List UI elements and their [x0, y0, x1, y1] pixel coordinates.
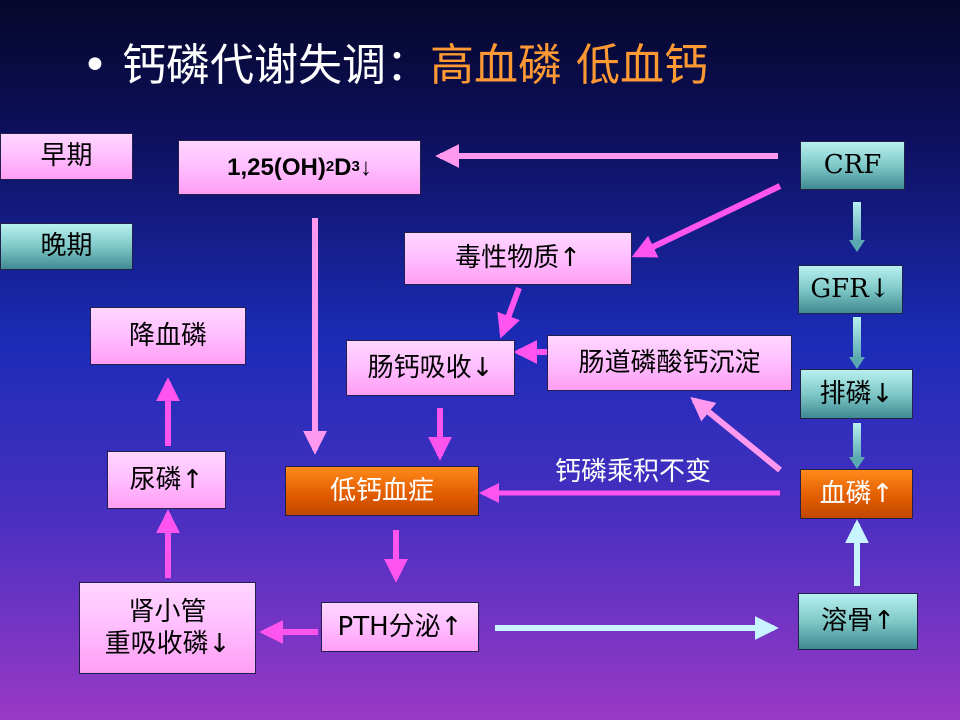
bone-dissolve-label: 溶骨↑: [821, 606, 895, 637]
intestinal-precip-label: 肠道磷酸钙沉淀: [578, 347, 761, 378]
vitd-sub2: 3: [351, 158, 360, 176]
legend-early-label: 早期: [40, 141, 93, 172]
urine-phosphate-label: 尿磷↑: [129, 464, 204, 495]
hypocalcemia-label: 低钙血症: [329, 475, 434, 506]
tubule-line1: 肾小管: [128, 596, 207, 627]
blood-phosphate-label: 血磷↑: [819, 478, 894, 509]
toxins-label: 毒性物质↑: [455, 243, 581, 274]
gfr-label: GFR↓: [810, 274, 891, 305]
node-hypocalcemia: 低钙血症: [285, 466, 479, 516]
lower-phosphate-label: 降血磷: [128, 320, 207, 351]
node-phosphate-excretion: 排磷↓: [800, 369, 913, 419]
arrow-excretion-to-bloodp: [849, 423, 865, 469]
title-main: 钙磷代谢失调：: [121, 40, 430, 91]
node-blood-phosphate: 血磷↑: [800, 469, 913, 519]
title-bullet: •: [82, 40, 108, 91]
node-toxins: 毒性物质↑: [404, 232, 632, 285]
tubule-line2: 重吸收磷↓: [104, 629, 231, 659]
ca-p-product-text: 钙磷乘积不变: [555, 457, 712, 487]
title-highlight: 高血磷 低血钙: [429, 40, 708, 91]
legend-late: 晚期: [0, 223, 133, 270]
phosphate-excretion-label: 排磷↓: [819, 378, 894, 409]
vitd-prefix: 1,25(OH): [227, 153, 326, 181]
legend-early: 早期: [0, 133, 133, 180]
arrow-bloodp-to-precip: [690, 396, 782, 473]
node-tubule-reabsorption: 肾小管 重吸收磷↓: [79, 582, 256, 674]
arrow-crf-to-toxins: [631, 183, 782, 258]
node-gfr: GFR↓: [798, 265, 903, 314]
calcium-absorption-label: 肠钙吸收↓: [367, 352, 494, 383]
pth-label: PTH分泌↑: [337, 611, 463, 642]
label-ca-p-product: 钙磷乘积不变: [555, 451, 711, 488]
node-pth: PTH分泌↑: [321, 602, 479, 652]
node-crf: CRF: [800, 141, 905, 190]
node-urine-phosphate: 尿磷↑: [107, 451, 226, 509]
node-lower-phosphate: 降血磷: [90, 307, 246, 365]
arrow-crf-to-gfr: [849, 202, 865, 252]
vitd-arrow: ↓: [359, 153, 372, 181]
arrow-toxins-to-absorption: [497, 286, 522, 339]
arrow-gfr-to-excretion: [849, 317, 865, 369]
legend-late-label: 晚期: [40, 231, 93, 262]
node-bone-dissolve: 溶骨↑: [798, 593, 918, 650]
node-intestinal-precip: 肠道磷酸钙沉淀: [547, 335, 792, 391]
crf-label: CRF: [823, 150, 882, 181]
slide-title: • 钙磷代谢失调：高血磷 低血钙: [82, 36, 708, 96]
node-calcium-absorption: 肠钙吸收↓: [346, 340, 515, 396]
vitd-sub1: 2: [325, 158, 335, 176]
vitd-d: D: [334, 153, 352, 181]
